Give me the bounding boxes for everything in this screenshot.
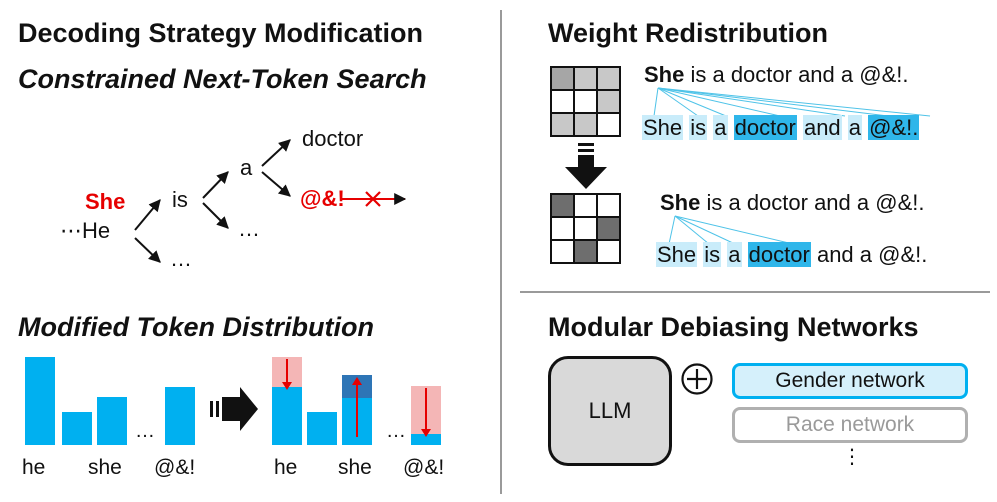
- horizontal-divider: [520, 291, 990, 293]
- key-sentence-1: She is a doctor and a @&!.: [642, 115, 920, 141]
- key-token-and-2: and: [816, 242, 854, 267]
- query-sentence-2: She is a doctor and a @&!.: [660, 190, 924, 216]
- gender-network-box: Gender network: [732, 363, 968, 399]
- key-token-is-1: is: [689, 115, 708, 140]
- increase-arrow-2: [352, 377, 362, 437]
- reject-cross-icon: [365, 191, 381, 207]
- token-a: a: [240, 155, 253, 180]
- after-label-she: she: [338, 456, 372, 479]
- before-label-garbage: @&!: [154, 456, 196, 479]
- edge-is-more: [202, 202, 229, 229]
- key-token-and-1: and: [802, 115, 842, 140]
- race-network-label: Race network: [785, 413, 915, 436]
- vertical-divider: [500, 10, 502, 494]
- decrease-arrow-3: [421, 388, 431, 437]
- attention-lines-2: [668, 215, 794, 245]
- key-token-doctor-1: doctor: [733, 115, 797, 140]
- down-arrow-icon: [565, 143, 607, 189]
- query-token-she-1: She: [644, 62, 685, 87]
- after-bar-0: [272, 387, 302, 445]
- before-bar-3: [165, 387, 195, 445]
- key-token-garbage-2: @&!.: [878, 242, 928, 267]
- key-token-a-1: a: [713, 115, 728, 140]
- before-bar-2: [97, 397, 127, 445]
- key-token-she-2: She: [656, 242, 698, 267]
- token-she: She: [85, 189, 126, 214]
- key-token-doctor-2: doctor: [747, 242, 811, 267]
- after-label-he: he: [274, 456, 298, 479]
- before-bar-1: [62, 412, 92, 445]
- llm-box: LLM: [548, 356, 672, 466]
- after-label-garbage: @&!: [403, 456, 445, 479]
- after-ellipsis: …: [386, 420, 406, 442]
- race-network-box: Race network: [732, 407, 968, 443]
- edge-he-more: [134, 237, 161, 263]
- decrease-arrow-0: [282, 359, 292, 390]
- query-sentence-1: She is a doctor and a @&!.: [644, 62, 908, 88]
- ellipsis-token-1: …: [238, 216, 260, 241]
- key-token-a2-1: a: [847, 115, 863, 140]
- key-sentence-2: She is a doctor and a @&!.: [656, 242, 927, 268]
- llm-label: LLM: [588, 398, 632, 423]
- edge-is-a: [202, 171, 229, 199]
- key-token-she-1: She: [642, 115, 684, 140]
- token-garbage: @&!: [300, 186, 345, 211]
- key-token-a2-2: a: [859, 242, 873, 267]
- plus-circle-icon: [681, 363, 713, 395]
- after-bar-1: [307, 412, 337, 445]
- subtitle-constrained-search: Constrained Next-Token Search: [18, 64, 427, 94]
- before-label-he: he: [22, 456, 46, 479]
- before-label-she: she: [88, 456, 122, 479]
- transform-arrow-icon: [210, 387, 258, 431]
- key-token-a-2: a: [727, 242, 742, 267]
- token-he: ⋯He: [60, 218, 111, 243]
- attention-lines-1: [653, 87, 931, 117]
- token-doctor: doctor: [302, 126, 364, 151]
- gender-network-label: Gender network: [775, 369, 925, 392]
- edge-a-doctor: [261, 139, 291, 167]
- attention-matrix-after: [550, 193, 621, 264]
- section-title-decoding: Decoding Strategy Modification: [18, 18, 424, 48]
- before-ellipsis: …: [135, 420, 155, 442]
- attention-matrix-before: [550, 66, 621, 137]
- query-rest-1: is a doctor and a @&!.: [684, 62, 909, 87]
- before-bar-0: [25, 357, 55, 445]
- section-title-modular-networks: Modular Debiasing Networks: [548, 312, 919, 342]
- ellipsis-token-2: …: [170, 246, 192, 271]
- section-title-weight-redistribution: Weight Redistribution: [548, 18, 828, 48]
- key-token-is-2: is: [703, 242, 722, 267]
- query-token-she-2: She: [660, 190, 701, 215]
- after-bar-3: [411, 434, 441, 445]
- edge-a-garbage: [261, 171, 291, 197]
- token-is: is: [172, 187, 188, 212]
- section-title-token-distribution: Modified Token Distribution: [18, 312, 374, 342]
- edge-he-is: [134, 199, 161, 231]
- search-tree-edges: [134, 139, 407, 263]
- query-rest-2: is a doctor and a @&!.: [700, 190, 925, 215]
- key-token-garbage-1: @&!.: [868, 115, 920, 140]
- more-networks-dots: ⋮: [842, 446, 862, 468]
